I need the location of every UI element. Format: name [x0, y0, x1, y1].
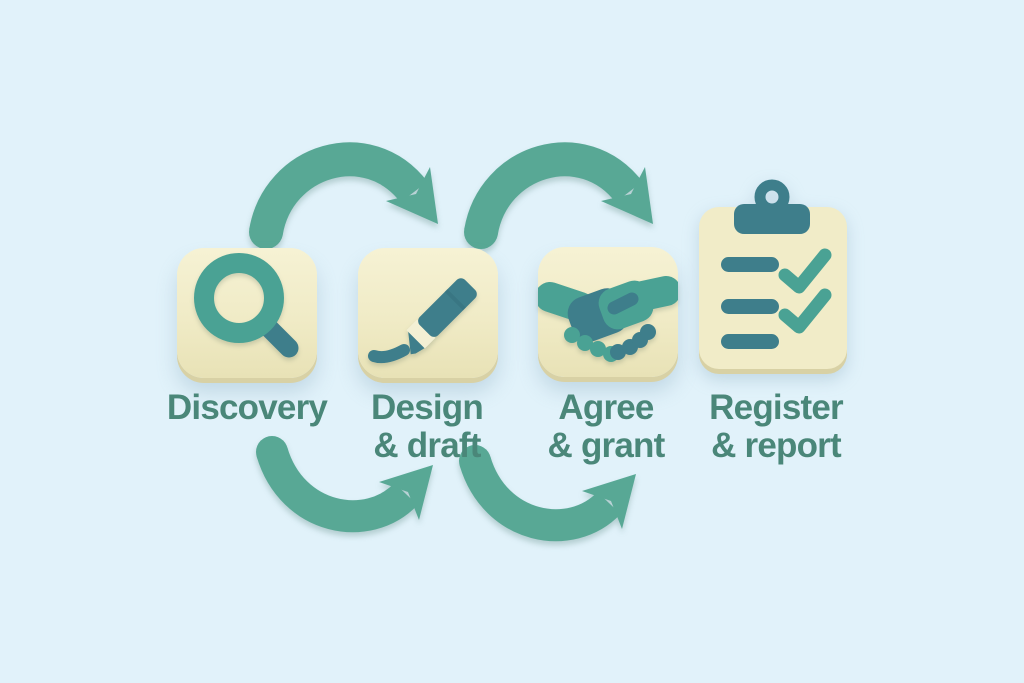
checkmark-2 — [778, 288, 832, 334]
step-label-line-2: & draft — [373, 426, 481, 465]
arrow-head — [582, 474, 636, 529]
step-label-design-draft: Design & draft — [327, 389, 527, 465]
marker-barrel — [418, 278, 477, 337]
checklist-line-3 — [721, 334, 779, 349]
step-label-line-1: Discovery — [166, 388, 328, 427]
handshake-thumb — [607, 292, 639, 315]
arrow-top-2-icon — [464, 142, 653, 249]
step-label-line-2: & report — [711, 426, 842, 465]
marker-icon — [368, 278, 477, 364]
clipboard-body — [699, 207, 847, 369]
arrow-head — [379, 465, 433, 520]
step-label-line-1: Agree — [558, 388, 654, 427]
step-card-discovery — [177, 248, 317, 378]
checklist-line-1 — [721, 257, 779, 272]
step-label-line-2: & grant — [547, 426, 666, 465]
arrow-tail — [256, 446, 418, 533]
arrow-tail — [464, 142, 643, 236]
step-card-register-report — [695, 179, 851, 379]
handshake-icon — [538, 276, 678, 362]
arrow-tail — [459, 455, 621, 542]
step-label-register-report: Register & report — [676, 389, 876, 465]
handshake-dark-fingers — [610, 324, 656, 360]
arrow-bottom-1-icon — [256, 436, 433, 533]
checklist-line-2 — [721, 299, 779, 314]
marker-body-group — [406, 278, 477, 355]
arrow-head — [386, 167, 438, 224]
marker-band — [406, 319, 436, 349]
step-label-discovery: Discovery — [147, 389, 347, 427]
clipboard-clip — [734, 204, 810, 234]
checklist-lines — [721, 257, 779, 349]
checklist-checkmarks — [778, 248, 832, 334]
arrow-tail — [249, 142, 428, 236]
arrow-bottom-2-icon — [459, 445, 636, 542]
arrow-head — [601, 167, 653, 224]
step-label-line-1: Register — [709, 388, 843, 427]
marker-cap-seam — [444, 289, 466, 311]
clipboard-checklist-icon — [699, 179, 847, 374]
step-card-design-draft — [358, 248, 498, 378]
step-card-agree-grant — [538, 247, 678, 377]
step-label-agree-grant: Agree & grant — [506, 389, 706, 465]
step-label-line-1: Design — [371, 388, 484, 427]
checkmark-1 — [778, 248, 832, 294]
magnifier-icon — [194, 253, 299, 358]
magnifier-ring — [194, 253, 284, 343]
arrow-top-1-icon — [249, 142, 438, 249]
marker-drawn-stroke — [368, 344, 410, 364]
